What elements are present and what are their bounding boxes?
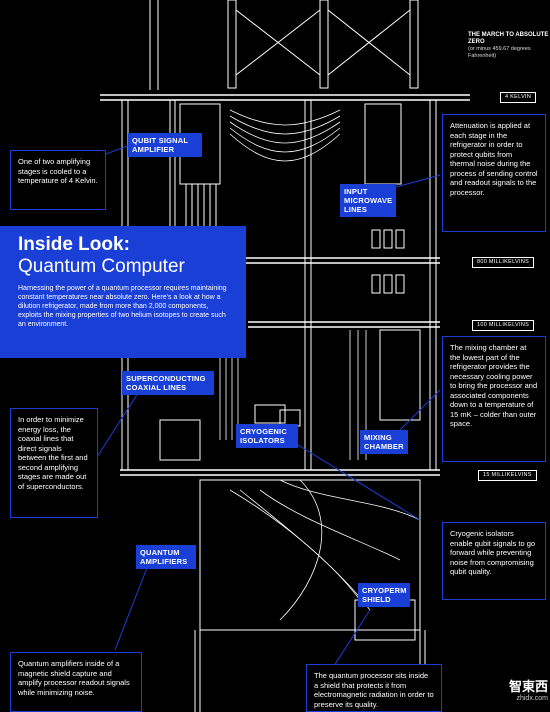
label-quantum-amplifiers: QUANTUM AMPLIFIERS xyxy=(136,545,196,569)
march-to-absolute-zero: THE MARCH TO ABSOLUTE ZERO (or minus 459… xyxy=(468,32,550,60)
label-qubit-signal-amplifier: QUBIT SIGNAL AMPLIFIER xyxy=(128,133,202,157)
amplifier-pins xyxy=(185,184,217,228)
label-cryogenic-isolators: CRYOGENIC ISOLATORS xyxy=(236,424,298,448)
watermark-url: zhidx.com xyxy=(516,695,548,702)
input-line-connectors xyxy=(371,229,405,294)
watermark-logo-text: 智東西 xyxy=(508,680,548,695)
temperature-tag-800mk: 800 MILLIKELVINS xyxy=(472,257,535,268)
watermark: 智東西 zhidx.com xyxy=(470,680,548,703)
note-coaxial-lines: In order to minimize energy loss, the co… xyxy=(10,408,98,518)
temperature-tag-100mk: 100 MILLIKELVINS xyxy=(472,320,535,331)
intro-text: Harnessing the power of a quantum proces… xyxy=(18,285,227,328)
top-truss xyxy=(149,0,419,90)
label-mixing-chamber: MIXING CHAMBER xyxy=(360,430,408,454)
page-title: Inside Look: xyxy=(18,234,130,255)
attenuator-block xyxy=(364,103,402,185)
label-superconducting-coaxial-lines: SUPERCONDUCTING COAXIAL LINES xyxy=(122,371,214,395)
temperature-tag-15mk: 15 MILLIKELVINS xyxy=(478,470,537,481)
march-subtitle: (or minus 459.67 degrees Fahrenheit) xyxy=(468,46,531,59)
note-amplifying-stage: One of two amplifying stages is cooled t… xyxy=(10,150,106,210)
lower-assembly xyxy=(199,479,421,631)
note-cryogenic-isolators: Cryogenic isolators enable qubit signals… xyxy=(442,522,546,600)
note-cryoperm-shield: The quantum processor sits inside a shie… xyxy=(306,664,442,712)
note-quantum-amplifiers: Quantum amplifiers inside of a magnetic … xyxy=(10,652,142,712)
title-panel: Inside Look: Quantum Computer Harnessing… xyxy=(0,226,246,358)
mixing-chamber-body xyxy=(379,329,421,421)
label-input-microwave-lines: INPUT MICROWAVE LINES xyxy=(340,184,396,217)
temperature-tag-4k: 4 KELVIN xyxy=(500,92,537,103)
note-attenuation: Attenuation is applied at each stage in … xyxy=(442,114,546,232)
page-subtitle: Quantum Computer xyxy=(18,256,185,277)
march-title: THE MARCH TO ABSOLUTE ZERO xyxy=(468,32,549,45)
note-mixing-chamber: The mixing chamber at the lowest part of… xyxy=(442,336,546,462)
label-cryoperm-shield: CRYOPERM SHIELD xyxy=(358,583,410,607)
